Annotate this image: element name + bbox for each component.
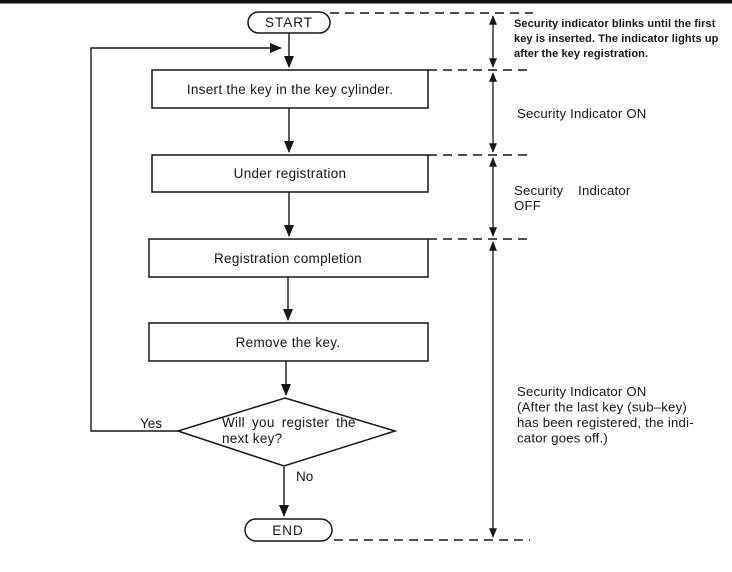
annotation-indicator-on-last-line1: Security Indicator ON: [517, 384, 647, 399]
decision-text-line2: next key?: [222, 431, 282, 446]
no-branch-label: No: [296, 469, 313, 484]
annotation-indicator-on: Security Indicator ON: [517, 106, 647, 121]
step-box-3-label: Registration completion: [214, 251, 362, 266]
annotation-indicator-on-last-line4: cator goes off.): [517, 431, 608, 446]
annotation-indicator-off-line1: Security Indicator: [514, 183, 631, 198]
annotation-blink-line2: key is inserted. The indicator lights up: [514, 33, 719, 45]
page-top-rule: [0, 0, 732, 4]
annotation-blink-line1: Security indicator blinks until the firs…: [514, 18, 716, 30]
end-node-label: END: [272, 523, 304, 538]
annotation-indicator-on-last-line2: (After the last key (sub–key): [517, 400, 687, 415]
start-node-label: START: [265, 15, 313, 30]
end-node: [244, 518, 333, 542]
step-box-4-label: Remove the key.: [236, 335, 341, 350]
start-node: [247, 11, 331, 34]
step-box-3: [148, 238, 429, 278]
decision-text-line1: Will you register the: [222, 415, 356, 430]
decision-diamond: [175, 397, 398, 467]
step-box-1: [151, 69, 429, 109]
step-box-2: [151, 154, 429, 193]
arrow-yes-loop: [90, 43, 282, 432]
annotation-indicator-off-line2: OFF: [514, 198, 541, 213]
annotation-indicator-on-last-line3: has been registered, the indi-: [517, 415, 694, 430]
annotation-blink-line3: after the key registration.: [514, 48, 648, 60]
step-box-2-label: Under registration: [234, 166, 347, 181]
step-box-1-label: Insert the key in the key cylinder.: [187, 82, 393, 97]
step-box-4: [148, 322, 429, 362]
yes-branch-label: Yes: [140, 416, 162, 431]
